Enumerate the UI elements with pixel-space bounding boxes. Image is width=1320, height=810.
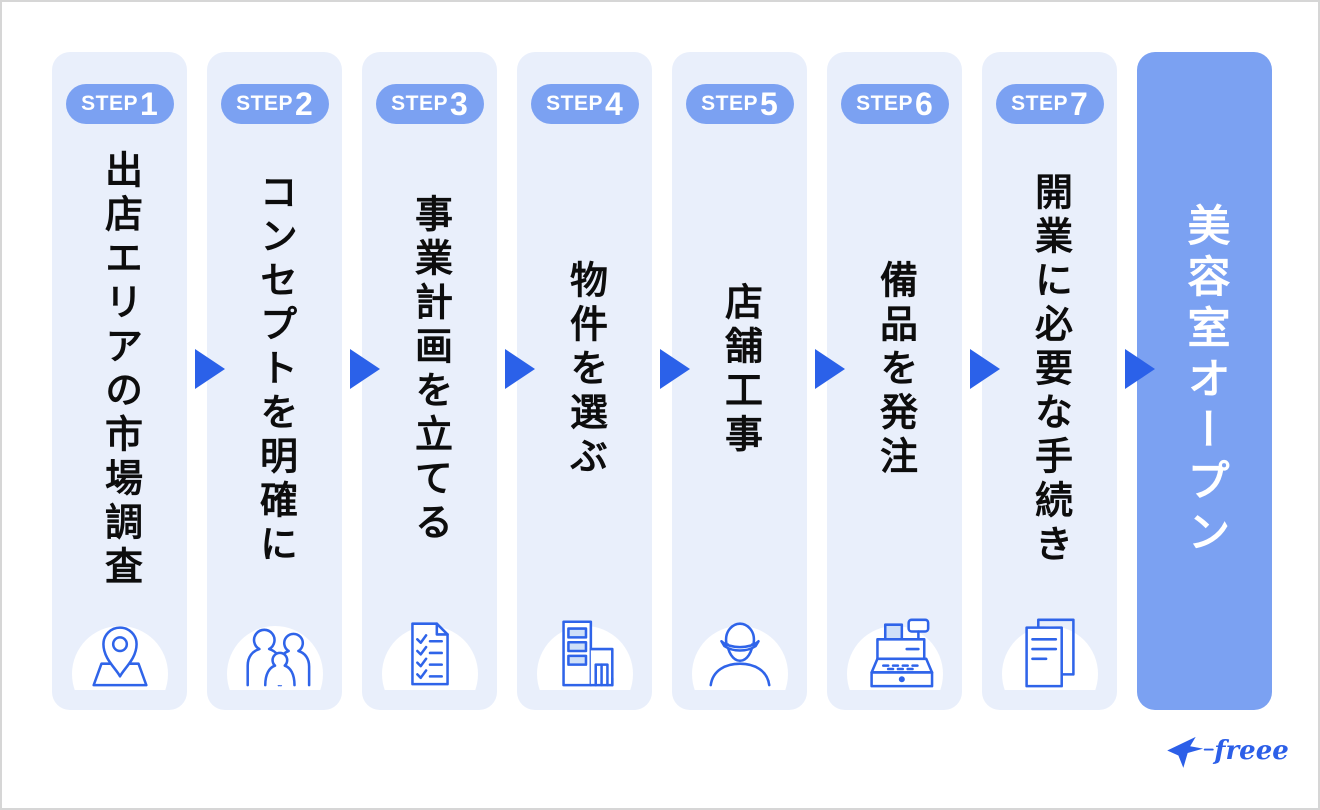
- flow-arrow-1: [195, 349, 225, 389]
- flow-arrow-2: [350, 349, 380, 389]
- freee-logo-text: freee: [1212, 736, 1289, 766]
- documents-icon: [1011, 612, 1089, 690]
- step-title: 開業に必要な手続き: [1028, 172, 1071, 568]
- step-badge-label: STEP: [81, 92, 139, 115]
- cash-register-icon: [856, 612, 934, 690]
- step-badge-label: STEP: [856, 92, 914, 115]
- flow-arrow-5: [815, 349, 845, 389]
- building-icon: [546, 612, 624, 690]
- checklist-icon: [391, 612, 469, 690]
- family-icon: [236, 612, 314, 690]
- step-badge-number: 5: [760, 86, 778, 122]
- map-pin-icon: [81, 612, 159, 690]
- step-badge-label: STEP: [1011, 92, 1069, 115]
- step-badge-number: 1: [140, 86, 158, 122]
- step-title: 出店エリアの市場調査: [98, 150, 141, 590]
- freee-logo: freee: [1166, 722, 1296, 784]
- step-title: 備品を発注: [873, 260, 916, 480]
- step-badge-number: 6: [915, 86, 933, 122]
- goal-title: 美容室オープン: [1181, 202, 1229, 560]
- step-badge-number: 4: [605, 86, 623, 122]
- step-badge-label: STEP: [546, 92, 604, 115]
- flow-arrow-7: [1125, 349, 1155, 389]
- worker-icon: [701, 612, 779, 690]
- step-title: 物件を選ぶ: [563, 260, 606, 480]
- flow-arrow-6: [970, 349, 1000, 389]
- step-badge-label: STEP: [236, 92, 294, 115]
- step-badge-number: 7: [1070, 86, 1088, 122]
- step-title: 事業計画を立てる: [408, 194, 451, 546]
- flow-arrow-4: [660, 349, 690, 389]
- flow-arrow-3: [505, 349, 535, 389]
- goal-column: 美容室オープン: [1137, 52, 1272, 710]
- step-title: コンセプトを明確に: [253, 172, 296, 568]
- step-badge-label: STEP: [391, 92, 449, 115]
- step-badge-number: 3: [450, 86, 468, 122]
- step-badge-label: STEP: [701, 92, 759, 115]
- step-title: 店舗工事: [718, 282, 761, 458]
- swallow-icon: [1167, 736, 1214, 768]
- step-badge-number: 2: [295, 86, 313, 122]
